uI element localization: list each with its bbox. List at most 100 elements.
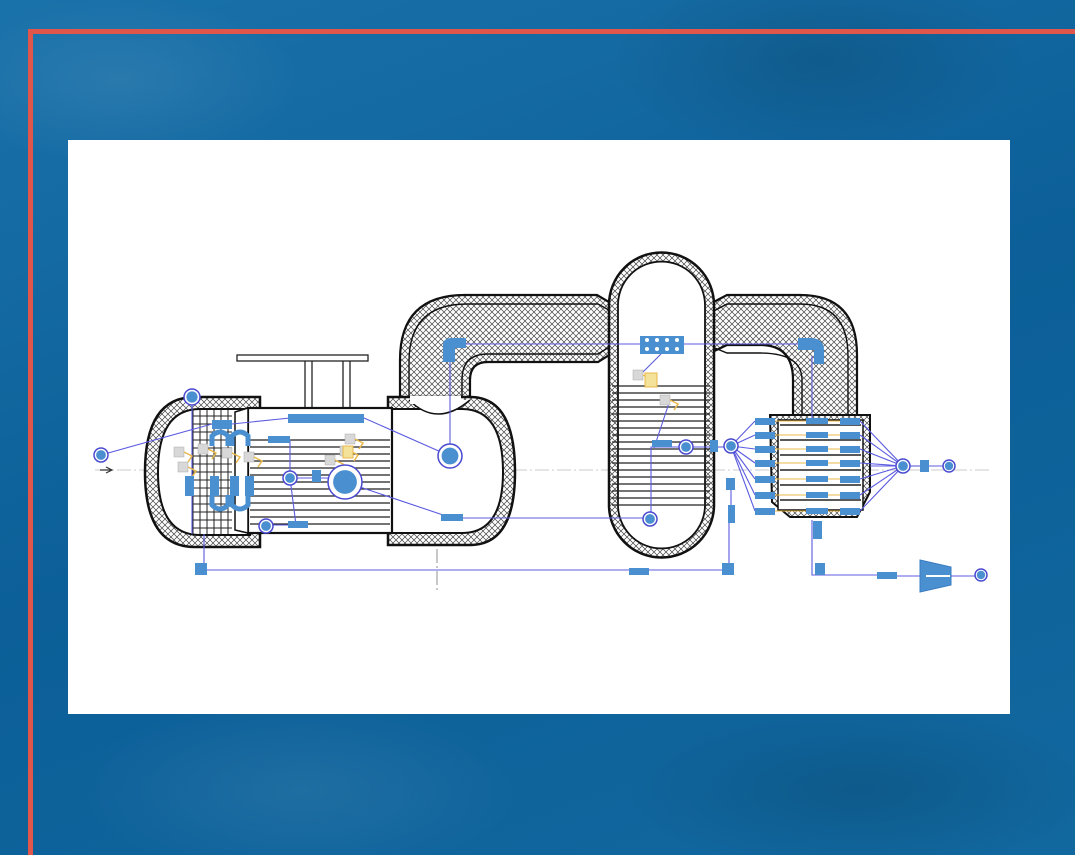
instrument-nodes (93, 388, 988, 582)
port-dot (645, 338, 649, 342)
u-bend-pipe (209, 429, 231, 446)
instrument-core (186, 391, 198, 403)
hx-inlet-block[interactable] (755, 446, 775, 453)
sensor-icon[interactable] (173, 446, 185, 458)
instrument-core (944, 461, 954, 471)
component-block[interactable] (245, 476, 254, 496)
top-platform (236, 354, 369, 408)
sensor-icon[interactable] (659, 394, 671, 406)
hx-outlet-block[interactable] (840, 476, 860, 483)
sensor-icon[interactable] (243, 451, 255, 463)
port-dot (665, 347, 669, 351)
hx-inlet-block[interactable] (755, 476, 775, 483)
component-block[interactable] (288, 414, 364, 423)
component-block[interactable] (726, 478, 735, 490)
heat-exchanger-tubes (780, 424, 861, 501)
instrument-core (976, 570, 986, 580)
u-bend-pipe (209, 495, 231, 512)
sensor-icon[interactable] (344, 433, 356, 445)
hx-inlet-block[interactable] (755, 508, 775, 515)
left-duct (398, 293, 616, 404)
instrument-core (645, 514, 655, 524)
hx-mid-block[interactable] (806, 418, 828, 424)
connection-line (231, 417, 291, 425)
hx-outlet-block[interactable] (840, 418, 860, 425)
component-block[interactable] (815, 563, 825, 575)
component-block[interactable] (710, 440, 718, 452)
right-duct-inner (709, 303, 849, 420)
component-block[interactable] (728, 505, 735, 523)
sensor-icon[interactable] (632, 369, 644, 381)
component-block[interactable] (920, 460, 929, 472)
component-block[interactable] (210, 476, 219, 496)
duct-mouth-fill (410, 396, 461, 404)
signal-icon (207, 448, 218, 460)
component-block[interactable] (268, 436, 290, 443)
hx-outlet-block[interactable] (840, 446, 860, 453)
instrument-core (681, 442, 691, 452)
hx-mid-block[interactable] (806, 508, 828, 514)
component-block[interactable] (195, 563, 207, 575)
connection-line (100, 423, 213, 456)
right-vessel-inner (391, 408, 505, 534)
connection-line (650, 446, 686, 519)
sensor-icon[interactable] (197, 443, 209, 455)
port-dot (675, 347, 679, 351)
component-block[interactable] (652, 440, 672, 447)
connection-line (859, 465, 904, 496)
hx-mid-block[interactable] (806, 446, 828, 452)
component-block[interactable] (212, 420, 232, 429)
elbow-icon[interactable] (798, 338, 824, 364)
u-bend-pipe (229, 429, 251, 446)
instrument-core (898, 461, 908, 471)
connection-line (203, 512, 730, 571)
right-duct (706, 293, 859, 422)
hx-mid-block[interactable] (806, 432, 828, 438)
hx-outlet-block[interactable] (840, 432, 860, 439)
component-block[interactable] (230, 476, 239, 496)
connection-line (859, 420, 904, 467)
hx-inlet-block[interactable] (755, 460, 775, 467)
connection-line (344, 481, 453, 519)
connection-line (730, 445, 756, 496)
hx-outlet-block[interactable] (840, 508, 860, 515)
component-block[interactable] (640, 336, 684, 354)
component-block[interactable] (441, 514, 463, 521)
connection-line (859, 465, 904, 512)
baffle-plate (234, 406, 249, 534)
elbow-icon[interactable] (443, 338, 466, 362)
hx-mid-block[interactable] (806, 492, 828, 498)
hx-inlet-block[interactable] (755, 492, 775, 499)
component-block[interactable] (813, 521, 822, 539)
hx-outlet-block[interactable] (840, 492, 860, 499)
instrument-core (441, 447, 459, 465)
instrument-core (285, 473, 295, 483)
hx-inlet-block[interactable] (755, 418, 775, 425)
connection-line (730, 445, 756, 512)
sensor-block-icon (644, 372, 658, 388)
u-bend-pipe (229, 495, 251, 512)
left-duct-inner (408, 303, 615, 402)
sensor-icon[interactable] (221, 447, 233, 459)
sensor-icon[interactable] (177, 461, 189, 473)
connection-line (811, 520, 877, 576)
component-block[interactable] (877, 572, 897, 579)
port-dot (655, 347, 659, 351)
hx-mid-block[interactable] (806, 476, 828, 482)
hx-inlet-block[interactable] (755, 432, 775, 439)
column-trays (612, 385, 710, 506)
sensor-icon[interactable] (324, 454, 336, 466)
instrument-core (333, 470, 357, 494)
hx-outlet-block[interactable] (840, 460, 860, 467)
hx-mid-block[interactable] (806, 460, 828, 466)
component-block[interactable] (722, 563, 734, 575)
port-dot (645, 347, 649, 351)
signal-icon (669, 399, 680, 411)
instrument-core (726, 441, 736, 451)
component-block[interactable] (288, 521, 308, 528)
signal-icon (354, 438, 365, 450)
component-block[interactable] (629, 568, 649, 575)
component-block[interactable] (185, 476, 194, 496)
component-block[interactable] (312, 470, 321, 482)
